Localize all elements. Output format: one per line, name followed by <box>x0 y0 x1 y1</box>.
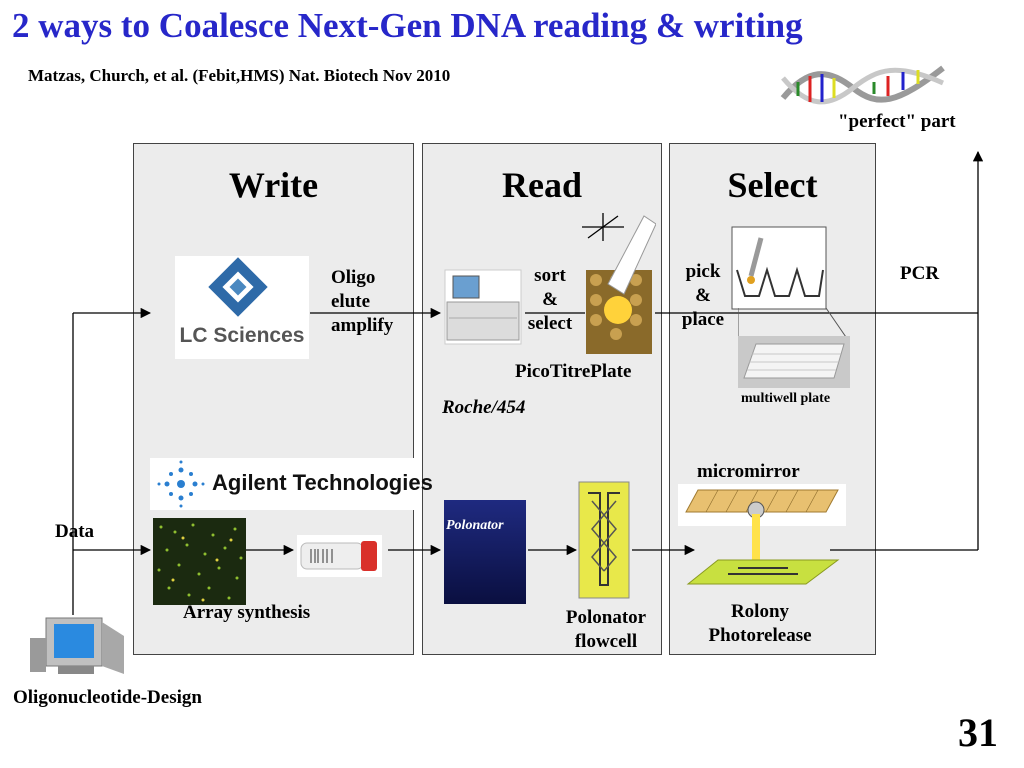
photorelease-text: Photorelease <box>708 625 812 646</box>
lc-sciences-logo: LC Sciences <box>175 256 309 359</box>
microarray-image <box>153 518 246 605</box>
polonator-machine-image: Polonator <box>444 500 526 604</box>
rolony-text: Rolony <box>730 601 790 622</box>
slide-title: 2 ways to Coalesce Next-Gen DNA reading … <box>12 6 803 45</box>
polonator-flowcell-image <box>578 481 630 599</box>
micromirror-label: micromirror <box>697 461 800 482</box>
agilent-logo: Agilent Technologies <box>150 458 433 510</box>
pcr-label: PCR <box>900 263 940 284</box>
polonator-flowcell-label: Polonator flowcell <box>559 606 653 654</box>
micromirror-photorelease-image <box>678 484 846 585</box>
picotitreplate-image <box>586 215 656 354</box>
sample-tube-image <box>297 535 382 577</box>
polonator-machine-label: Polonator <box>446 518 504 533</box>
flowcell-text: flowcell <box>574 631 638 652</box>
ampersand-text-2: & <box>695 285 711 306</box>
write-title: Write <box>228 165 319 205</box>
roche-label: Roche/454 <box>442 397 526 418</box>
zoom-lines <box>738 308 849 340</box>
pick-text: pick <box>685 261 721 282</box>
multiwell-plate-image <box>738 336 850 388</box>
agilent-spark-icon <box>157 460 205 508</box>
pick-needle-image <box>731 226 827 310</box>
ampersand-text: & <box>542 289 558 310</box>
citation: Matzas, Church, et al. (Febit,HMS) Nat. … <box>28 66 451 85</box>
sequencer-machine-icon <box>444 269 522 345</box>
select-text: select <box>527 313 573 334</box>
amplify-text: amplify <box>331 315 394 336</box>
lc-sciences-text: LC Sciences <box>179 324 305 347</box>
data-label: Data <box>55 521 95 542</box>
polonator-text: Polonator <box>565 607 647 628</box>
select-title: Select <box>727 165 818 205</box>
read-title: Read <box>502 165 582 205</box>
picotitreplate-label: PicoTitrePlate <box>515 361 632 382</box>
elute-text: elute <box>331 291 371 312</box>
direction-arrows-icon <box>582 213 624 241</box>
pick-place-label: pick & place <box>676 260 730 332</box>
oligo-design-label: Oligonucleotide-Design <box>13 687 202 708</box>
perfect-part-label: "perfect" part <box>838 111 956 132</box>
sort-text: sort <box>534 265 566 286</box>
computer-icon <box>30 617 124 674</box>
oligo-text: Oligo <box>331 267 376 288</box>
array-synthesis-label: Array synthesis <box>183 602 311 623</box>
rolony-photorelease-label: Rolony Photorelease <box>693 600 827 648</box>
multiwell-plate-label: multiwell plate <box>741 391 831 406</box>
sort-select-label: sort & select <box>522 264 578 336</box>
oligo-steps-label: Oligo elute amplify <box>331 266 393 338</box>
place-text: place <box>681 309 725 330</box>
dna-helix-icon <box>780 65 945 105</box>
page-number: 31 <box>958 710 998 755</box>
agilent-text: Agilent Technologies <box>212 470 433 495</box>
